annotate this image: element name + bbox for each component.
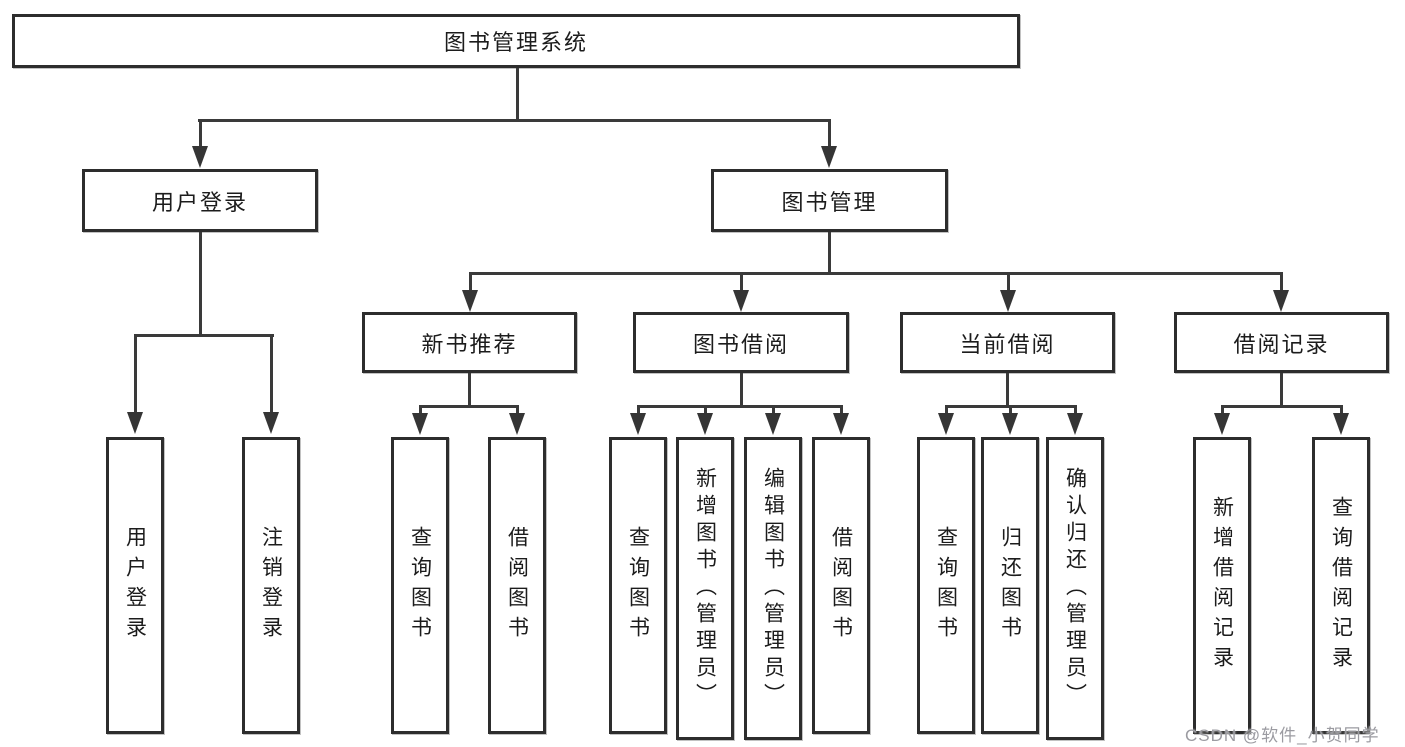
node-book-management: 图书管理 [711,169,948,232]
node-leaf-logout: 注销登录 [242,437,300,734]
connector-stem [637,405,640,415]
connector-stem [516,405,519,415]
arrowhead-confirm-return [1067,413,1083,435]
node-new-book-recommend: 新书推荐 [362,312,577,373]
node-label: 查询图书 [934,525,958,646]
connector-stem-leaf-login [134,334,137,413]
connector-stem [1340,405,1343,415]
connector-stem [419,405,422,415]
node-label: 注销登录 [259,525,283,646]
connector-stem-book-mgmt [828,119,831,147]
node-leaf-user-login: 用户登录 [106,437,164,734]
connector-stem [945,405,948,415]
csdn-watermark: CSDN @软件_小贺同学 [1185,726,1380,745]
node-leaf-borrow-books-borrowing: 借阅图书 [812,437,870,734]
connector-stem-new-book [469,272,472,291]
node-leaf-add-books-admin: 新增图书（管理员） [676,437,734,740]
node-label: 确认归还（管理员） [1063,467,1087,710]
connector-current-borrow-trunk [1006,373,1009,408]
arrowhead-add-books [697,413,713,435]
node-leaf-query-books-current: 查询图书 [917,437,975,734]
node-label: 借阅记录 [1233,331,1330,357]
node-label: 新书推荐 [421,331,518,357]
arrowhead-query-borrow-record [1333,413,1349,435]
arrowhead-current-borrow [1000,290,1016,312]
connector-borrow-records-branch [1221,405,1343,408]
connector-stem-book-borrow [740,272,743,291]
connector-borrow-records-trunk [1280,373,1283,408]
arrowhead-borrow-books-1 [509,413,525,435]
node-leaf-query-books-recommend: 查询图书 [391,437,449,734]
node-borrowing-records: 借阅记录 [1174,312,1389,373]
arrowhead-borrow-books-2 [833,413,849,435]
node-label: 查询借阅记录 [1329,495,1353,676]
node-leaf-return-books: 归还图书 [981,437,1039,734]
connector-new-book-branch [419,405,519,408]
node-current-borrowing: 当前借阅 [900,312,1115,373]
node-leaf-query-books-borrowing: 查询图书 [609,437,667,734]
arrowhead-query-books-2 [630,413,646,435]
node-leaf-borrow-books-recommend: 借阅图书 [488,437,546,734]
arrowhead-new-book [462,290,478,312]
connector-stem [1009,405,1012,415]
connector-book-borrow-branch [637,405,843,408]
arrowhead-user-login [192,146,208,168]
node-book-borrowing: 图书借阅 [633,312,849,373]
arrowhead-book-borrow [733,290,749,312]
connector-new-book-trunk [468,373,471,408]
connector-stem [1221,405,1224,415]
node-user-login: 用户登录 [82,169,318,232]
connector-root-trunk [516,68,519,122]
arrowhead-leaf-login [127,412,143,434]
connector-stem [704,405,707,415]
node-label: 借阅图书 [505,525,529,646]
connector-book-mgmt-trunk [828,232,831,275]
node-label: 图书管理 [781,189,878,215]
arrowhead-book-mgmt [821,146,837,168]
node-label: 图书管理系统 [443,30,588,55]
connector-book-mgmt-branch [469,272,1283,275]
node-label: 编辑图书（管理员） [761,467,785,710]
node-leaf-add-borrow-record: 新增借阅记录 [1193,437,1251,734]
connector-user-login-trunk [199,232,202,337]
connector-stem-user-login [199,119,202,147]
arrowhead-borrow-records [1273,290,1289,312]
node-label: 归还图书 [998,525,1022,646]
connector-user-login-branch [134,334,274,337]
node-leaf-query-borrow-record: 查询借阅记录 [1312,437,1370,734]
node-label: 借阅图书 [829,525,853,646]
connector-stem-current-borrow [1007,272,1010,291]
connector-book-borrow-trunk [740,373,743,408]
connector-stem [1074,405,1077,415]
arrowhead-query-books-3 [938,413,954,435]
node-library-management-system: 图书管理系统 [12,14,1020,68]
connector-stem-leaf-logout [270,334,273,413]
arrowhead-query-books-1 [412,413,428,435]
arrowhead-edit-books [765,413,781,435]
node-label: 当前借阅 [959,331,1056,357]
connector-stem-borrow-records [1280,272,1283,291]
node-label: 查询图书 [626,525,650,646]
connector-stem [772,405,775,415]
node-label: 查询图书 [408,525,432,646]
arrowhead-leaf-logout [263,412,279,434]
node-leaf-edit-books-admin: 编辑图书（管理员） [744,437,802,740]
node-label: 新增借阅记录 [1210,495,1234,676]
connector-root-branch [198,119,831,122]
arrowhead-return-books [1002,413,1018,435]
connector-stem [840,405,843,415]
node-label: 用户登录 [123,525,147,646]
node-leaf-confirm-return-admin: 确认归还（管理员） [1046,437,1104,740]
node-label: 图书借阅 [692,331,789,357]
arrowhead-add-borrow-record [1214,413,1230,435]
node-label: 用户登录 [151,189,248,215]
node-label: 新增图书（管理员） [693,467,717,710]
